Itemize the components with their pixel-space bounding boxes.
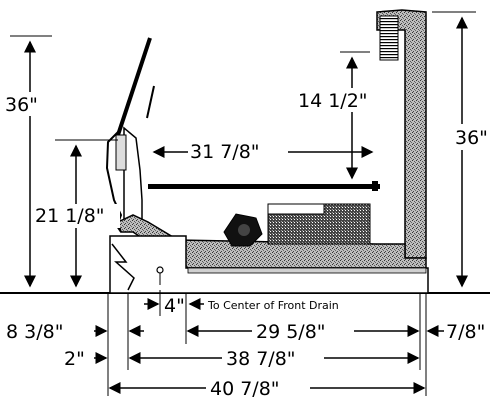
base-panel: [109, 235, 429, 294]
label-shelf-width: 31 7/8": [190, 141, 260, 163]
label-inner-depth: 29 5/8": [256, 321, 326, 343]
label-inset-front: 8 3/8": [6, 321, 63, 343]
label-rear-wall: 7/8": [446, 321, 485, 343]
extension-lines: [107, 290, 427, 396]
coil-assembly: [223, 203, 371, 247]
front-glass: [116, 37, 155, 136]
label-drain-offset: 4": [164, 295, 185, 317]
dim-front-height: [32, 139, 120, 288]
dim-height-right: [432, 11, 490, 288]
label-height-left: 36": [5, 94, 38, 116]
label-overall-depth: 40 7/8": [210, 378, 280, 400]
dim-shelf-width: [152, 140, 374, 164]
label-front-height: 21 1/8": [35, 205, 105, 227]
shelf: [148, 181, 380, 191]
label-drain-note: To Center of Front Drain: [207, 299, 339, 312]
label-mid-depth: 38 7/8": [226, 348, 296, 370]
rear-wall: [376, 9, 427, 259]
label-front-lip: 2": [64, 348, 85, 370]
dim-height-left: [4, 35, 52, 288]
label-upper-depth: 14 1/2": [298, 90, 368, 112]
dim-upper-depth: [296, 51, 378, 180]
label-height-right: 36": [455, 127, 488, 149]
